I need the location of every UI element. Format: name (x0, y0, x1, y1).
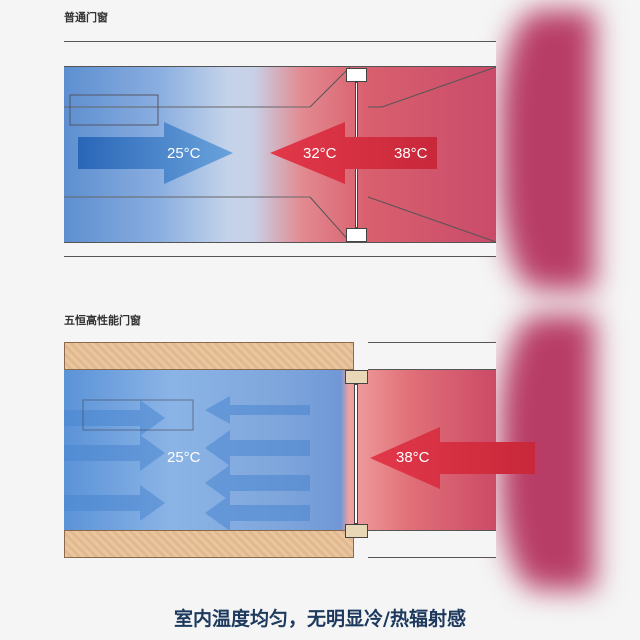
heat-arrow (370, 427, 535, 489)
window-temp-label: 32°C (303, 145, 337, 162)
caption: 室内温度均匀，无明显冷/热辐射感 (174, 608, 466, 630)
panel-high-title: 五恒高性能门窗 (64, 314, 141, 327)
floor-slab (368, 530, 496, 558)
window-frame (345, 370, 368, 540)
outdoor-temp-label: 38°C (396, 449, 430, 466)
indoor-temp-label: 25°C (167, 145, 201, 162)
cold-arrow (78, 122, 233, 184)
panel-normal-title: 普通门窗 (64, 11, 108, 24)
insulated-floor (64, 530, 354, 558)
indoor-temp-label: 25°C (167, 449, 201, 466)
room-lines (64, 67, 497, 242)
heat-arrow (270, 122, 437, 184)
cold-air-arrows (64, 396, 310, 531)
heat-arrows (64, 396, 535, 531)
outdoor-temp-label: 38°C (394, 145, 428, 162)
floor-slab (64, 242, 496, 257)
heat-arrows (78, 122, 437, 184)
ceiling-slab (368, 342, 496, 370)
insulated-ceiling (64, 342, 354, 370)
outdoor-heat-cloud (500, 10, 595, 290)
ceiling-slab (64, 41, 496, 67)
